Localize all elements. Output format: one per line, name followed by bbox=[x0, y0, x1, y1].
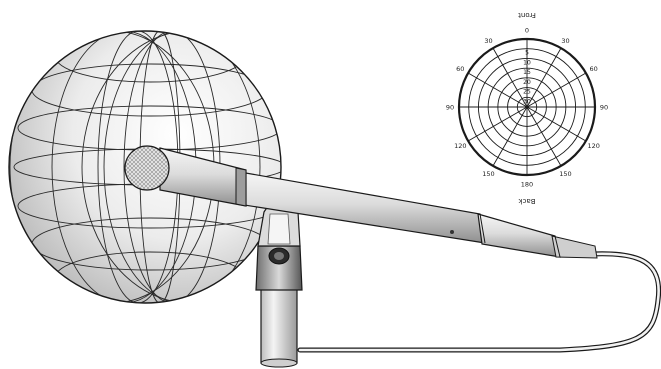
stand-post bbox=[261, 285, 297, 367]
polar-angle-label: 120 bbox=[454, 142, 466, 150]
polar-pattern-chart: 0 30 60 90 120 150 180 150 120 90 60 30 5 10 15 20 25 30… bbox=[446, 11, 608, 205]
polar-db-label: 5 bbox=[525, 50, 529, 57]
polar-angle-label: 0 bbox=[525, 27, 529, 35]
polar-db-label: 15 bbox=[523, 69, 531, 76]
polar-angle-label: 150 bbox=[559, 170, 571, 178]
polar-angle-label: 30 bbox=[561, 37, 569, 45]
polar-angle-label: 60 bbox=[590, 65, 598, 73]
polar-db-label: 20 bbox=[523, 79, 531, 86]
polar-angle-label: 30 bbox=[484, 37, 492, 45]
polar-db-label: 25 bbox=[523, 89, 531, 96]
polar-db-label: 30 bbox=[523, 98, 531, 105]
polar-angle-label: 90 bbox=[600, 104, 608, 112]
polar-angle-label: 60 bbox=[456, 65, 464, 73]
polar-angle-label: 90 bbox=[446, 104, 454, 112]
microphone-cable bbox=[300, 254, 659, 350]
polar-top-label: Front bbox=[518, 11, 536, 19]
microphone-grille bbox=[125, 146, 169, 190]
polar-angle-label: 120 bbox=[587, 142, 599, 150]
polar-db-label: 10 bbox=[523, 59, 531, 66]
polar-bottom-label: Back bbox=[518, 197, 536, 205]
polar-angle-label: 150 bbox=[482, 170, 494, 178]
polar-angle-label: 180 bbox=[521, 181, 533, 189]
